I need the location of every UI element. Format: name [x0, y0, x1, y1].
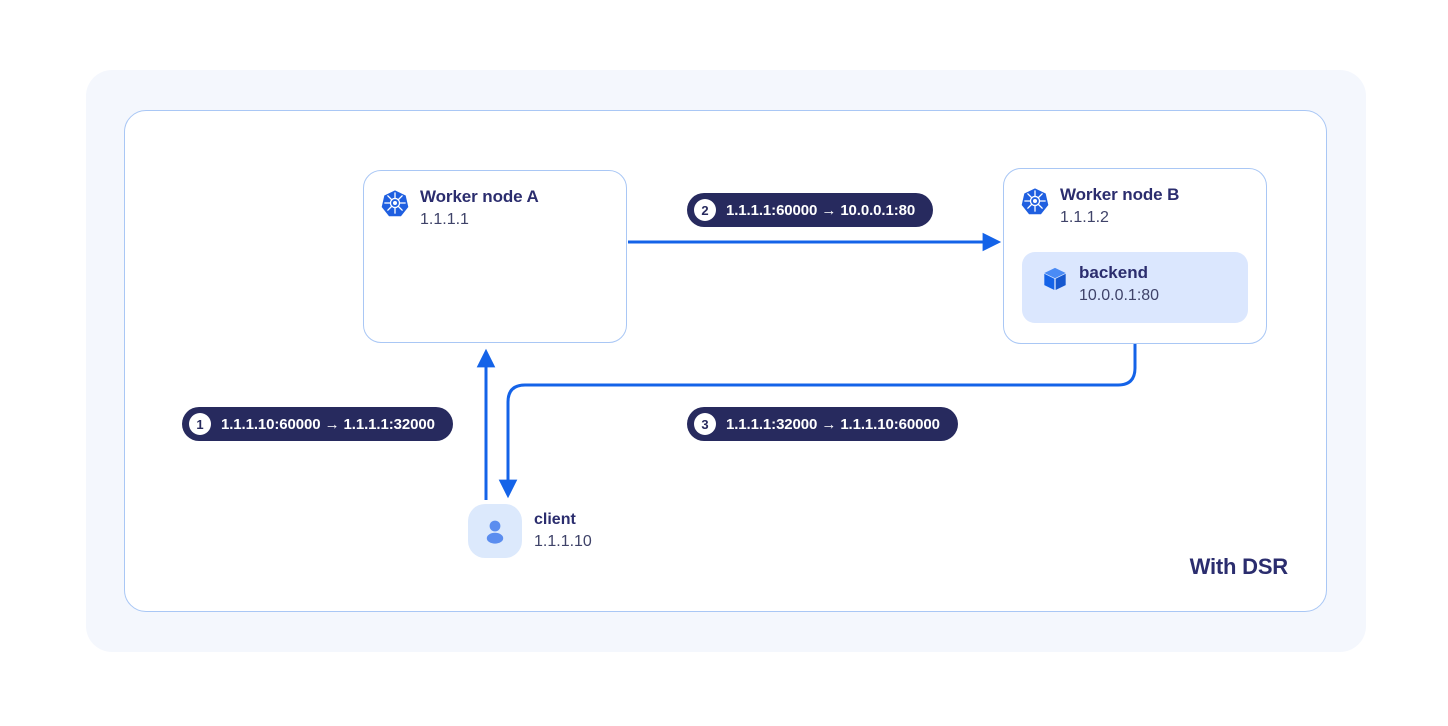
client-title: client [534, 511, 576, 529]
step-label-3: 1.1.1.1:32000 → 1.1.1.10:60000 [726, 415, 940, 433]
worker-node-a-texts: Worker node A 1.1.1.1 [420, 187, 539, 228]
worker-node-b-title: Worker node B [1060, 185, 1180, 204]
worker-node-b-ip: 1.1.1.2 [1060, 208, 1109, 226]
step-label-1: 1.1.1.10:60000 → 1.1.1.1:32000 [221, 415, 435, 433]
user-icon [486, 520, 504, 544]
step-number-2: 2 [694, 199, 716, 221]
client-avatar [468, 504, 522, 558]
step-label-2: 1.1.1.1:60000 → 10.0.0.1:80 [726, 201, 916, 219]
backend-pod-card[interactable]: backend 10.0.0.1:80 [1022, 252, 1248, 323]
diagram-caption: With DSR [1189, 554, 1289, 579]
client-ip: 1.1.1.10 [534, 533, 592, 550]
worker-node-b-header: Worker node B 1.1.1.2 [1021, 185, 1180, 226]
worker-node-a-title: Worker node A [420, 187, 539, 206]
backend-pod-ip: 10.0.0.1:80 [1079, 286, 1160, 304]
step-number-1: 1 [189, 413, 211, 435]
backend-pod-texts: backend 10.0.0.1:80 [1079, 263, 1160, 304]
worker-node-a-header: Worker node A 1.1.1.1 [381, 187, 539, 228]
client-texts: client 1.1.1.10 [534, 511, 592, 550]
backend-pod-header: backend 10.0.0.1:80 [1042, 263, 1160, 304]
step-badge-2: 2 1.1.1.1:60000 → 10.0.0.1:80 [687, 193, 934, 227]
worker-node-b-texts: Worker node B 1.1.1.2 [1060, 185, 1180, 226]
client-node[interactable]: client 1.1.1.10 [468, 504, 592, 558]
step-number-3: 3 [694, 413, 716, 435]
worker-node-a-ip: 1.1.1.1 [420, 210, 469, 228]
worker-node-a-box[interactable]: Worker node A 1.1.1.1 [363, 170, 627, 343]
worker-node-b-box[interactable]: Worker node B 1.1.1.2 backend 10.0.0.1:8… [1003, 168, 1267, 344]
kubernetes-icon [381, 190, 409, 217]
cube-icon [1044, 267, 1066, 291]
step-badge-3: 3 1.1.1.1:32000 → 1.1.1.10:60000 [687, 407, 958, 441]
step-badge-1: 1 1.1.1.10:60000 → 1.1.1.1:32000 [182, 407, 453, 441]
backend-pod-title: backend [1079, 263, 1148, 282]
kubernetes-icon [1021, 188, 1049, 215]
